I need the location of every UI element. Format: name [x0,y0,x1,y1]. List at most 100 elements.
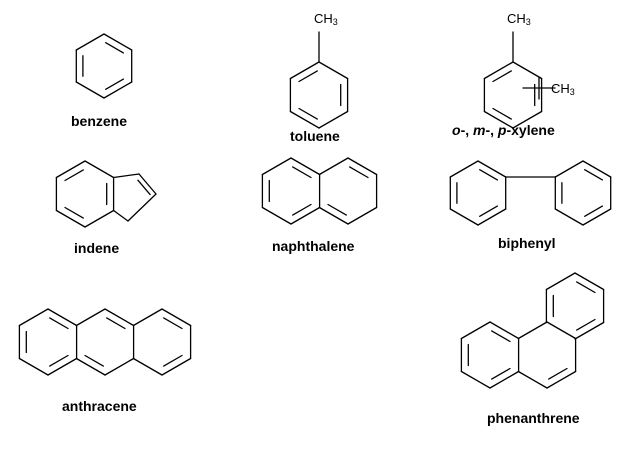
biphenyl-label: biphenyl [498,235,556,251]
five-ring-bond [138,173,157,195]
ring-bond [55,160,86,179]
ring-bond [47,357,78,376]
ring-bond [517,321,548,340]
double-bond-line [106,317,126,330]
ring-bond [517,370,548,389]
ring-bond [104,357,135,376]
double-bond-line [64,206,84,219]
double-bond-line [163,354,183,367]
ring-bond [103,33,133,51]
five-ring-bond [112,209,129,222]
ring-bond [546,370,577,389]
double-bond-line [298,107,318,120]
double-bond-line [479,205,499,217]
ring-bond [289,61,320,80]
ring-bond [161,308,192,327]
five-ring-bond [112,173,140,179]
double-bond-line [548,367,568,380]
naphthalene-label: naphthalene [272,238,355,254]
ring-bond [318,157,349,176]
double-bond-line [479,169,499,181]
double-bond-line [576,318,596,331]
double-bond-line [349,166,369,179]
ring-bond [582,208,612,226]
ring-bond [18,357,49,376]
ring-bond [161,357,192,376]
ring-bond [460,370,491,389]
double-bond-line [584,169,604,181]
ring-bond [290,157,321,176]
ring-bond [546,321,577,340]
ring-bond [261,157,292,176]
double-bond-line [491,330,511,343]
ring-bond [489,370,520,389]
phenanthrene-label: phenanthrene [487,410,580,426]
double-bond-line [49,354,69,367]
ring-bond [75,81,105,99]
double-bond-line [49,317,69,330]
xylene-methyl-label-top: CH3 [507,11,531,28]
double-bond-line [292,203,312,216]
ring-bond [554,160,584,178]
ring-bond [84,160,115,179]
ring-bond [483,61,514,80]
ring-bond [460,321,491,340]
xylene-methyl-label-floating: CH3 [551,81,575,98]
ring-bond [18,308,49,327]
indene-label: indene [74,240,120,256]
ring-bond [318,61,349,80]
ring-bond [47,308,78,327]
ring-bond [104,308,135,327]
double-bond-line [105,78,125,90]
ring-bond [545,272,576,291]
double-bond-line [298,70,318,83]
ring-bond [103,81,133,99]
bond-lines [18,31,612,389]
ring-bond [347,206,378,225]
toluene-label: toluene [290,128,340,144]
benzene-label: benzene [71,113,128,129]
double-bond-line [64,169,84,182]
double-bond-line [105,42,125,54]
double-bond-line [327,203,347,216]
ring-bond [75,308,106,327]
double-bond-line [492,70,512,83]
ring-bond [290,206,321,225]
ring-bond [347,157,378,176]
ring-bond [477,160,507,178]
ring-bond [477,208,507,226]
ring-bond [132,308,163,327]
double-bond-line [491,367,511,380]
ring-bond [512,110,543,129]
ring-bond [574,272,605,291]
ring-bond [132,357,163,376]
ring-bond [318,110,349,129]
ring-bond [489,321,520,340]
ring-bond [261,206,292,225]
ring-bond [75,357,106,376]
ring-bond [582,160,612,178]
ring-bond [289,110,320,129]
ring-bond [84,209,115,228]
five-ring-bond [127,193,157,222]
double-bond-line [163,317,183,330]
double-bond-line [84,354,104,367]
ring-bond [554,208,584,226]
ring-bond [318,206,349,225]
double-bond-line [576,281,596,294]
double-bond-line [584,205,604,217]
double-bond-line [137,179,151,196]
ring-bond [574,321,605,340]
ring-bond [449,208,479,226]
double-bond-line [292,166,312,179]
xylene-label: o-, m-, p-xylene [452,122,555,138]
anthracene-label: anthracene [62,398,137,414]
ring-bond [55,209,86,228]
toluene-methyl-label: CH3 [314,11,338,28]
ring-bond [483,110,514,129]
ring-bond [512,61,543,80]
ring-bond [449,160,479,178]
ring-bond [75,33,105,51]
